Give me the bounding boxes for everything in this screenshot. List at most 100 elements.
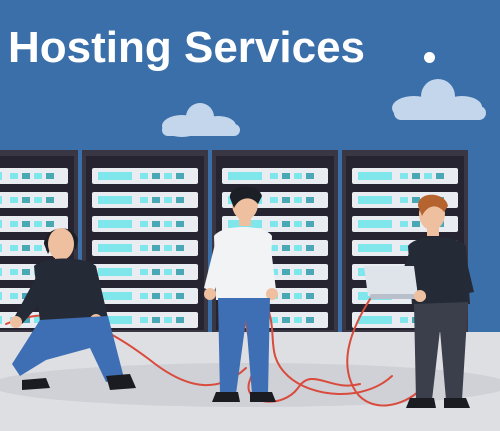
server-display xyxy=(98,292,132,300)
server-display xyxy=(0,220,2,228)
server-led xyxy=(140,317,148,323)
server-display xyxy=(0,292,2,300)
server-led xyxy=(164,173,172,179)
server-led xyxy=(282,317,290,323)
server-led xyxy=(22,317,30,323)
server-led xyxy=(164,293,172,299)
server-display xyxy=(358,196,392,204)
server-led xyxy=(282,173,290,179)
server-led xyxy=(10,293,18,299)
server-led xyxy=(164,245,172,251)
cloud-icon xyxy=(392,79,486,120)
server-display xyxy=(98,316,132,324)
server-led xyxy=(10,173,18,179)
server-led xyxy=(306,269,314,275)
cable-technician xyxy=(204,186,278,402)
server-led xyxy=(270,197,278,203)
server-led xyxy=(306,221,314,227)
server-led xyxy=(270,173,278,179)
server-led xyxy=(294,221,302,227)
server-led xyxy=(164,197,172,203)
server-led xyxy=(22,173,30,179)
server-led xyxy=(282,245,290,251)
server-led xyxy=(306,173,314,179)
page-title: Hosting Services xyxy=(8,23,366,72)
server-led xyxy=(400,245,408,251)
kneeling-technician xyxy=(10,228,136,390)
server-led xyxy=(400,173,408,179)
server-led xyxy=(282,221,290,227)
server-display xyxy=(0,172,2,180)
server-led xyxy=(164,221,172,227)
server-led xyxy=(152,245,160,251)
server-led xyxy=(22,221,30,227)
server-led xyxy=(294,197,302,203)
server-led xyxy=(270,245,278,251)
server-display xyxy=(358,220,392,228)
server-led xyxy=(294,269,302,275)
server-led xyxy=(34,197,42,203)
server-led xyxy=(152,269,160,275)
server-led xyxy=(140,221,148,227)
server-led xyxy=(176,293,184,299)
server-led xyxy=(282,293,290,299)
server-led xyxy=(294,173,302,179)
server-led xyxy=(152,293,160,299)
server-led xyxy=(34,245,42,251)
server-led xyxy=(294,245,302,251)
server-led xyxy=(34,173,42,179)
server-led xyxy=(152,197,160,203)
server-led xyxy=(46,197,54,203)
server-led xyxy=(306,197,314,203)
server-unit xyxy=(0,168,68,184)
server-unit xyxy=(0,192,68,208)
server-led xyxy=(176,197,184,203)
server-led xyxy=(152,173,160,179)
server-led xyxy=(140,173,148,179)
server-led xyxy=(282,269,290,275)
server-led xyxy=(270,269,278,275)
server-led xyxy=(176,269,184,275)
server-led xyxy=(164,269,172,275)
server-led xyxy=(400,197,408,203)
server-display xyxy=(98,196,132,204)
server-led xyxy=(400,317,408,323)
server-led xyxy=(294,317,302,323)
server-led xyxy=(34,317,42,323)
title-dot xyxy=(424,52,435,63)
cloud-icon xyxy=(162,103,240,137)
server-display xyxy=(358,316,392,324)
server-led xyxy=(306,293,314,299)
server-led xyxy=(22,245,30,251)
server-led xyxy=(10,269,18,275)
server-display xyxy=(98,244,132,252)
server-led xyxy=(412,173,420,179)
server-led xyxy=(176,245,184,251)
server-led xyxy=(10,197,18,203)
server-led xyxy=(176,221,184,227)
server-display xyxy=(0,268,2,276)
server-led xyxy=(412,221,420,227)
server-led xyxy=(140,197,148,203)
server-display xyxy=(358,172,392,180)
server-unit xyxy=(0,216,68,232)
server-led xyxy=(22,197,30,203)
server-led xyxy=(176,173,184,179)
server-led xyxy=(10,221,18,227)
server-display xyxy=(0,316,2,324)
server-led xyxy=(436,173,444,179)
server-led xyxy=(152,221,160,227)
server-led xyxy=(10,245,18,251)
server-led xyxy=(46,221,54,227)
server-display xyxy=(98,220,132,228)
laptop-technician xyxy=(364,194,474,408)
server-display xyxy=(228,172,262,180)
server-led xyxy=(306,245,314,251)
server-led xyxy=(412,197,420,203)
server-led xyxy=(140,293,148,299)
server-led xyxy=(140,269,148,275)
server-led xyxy=(46,173,54,179)
server-led xyxy=(306,317,314,323)
